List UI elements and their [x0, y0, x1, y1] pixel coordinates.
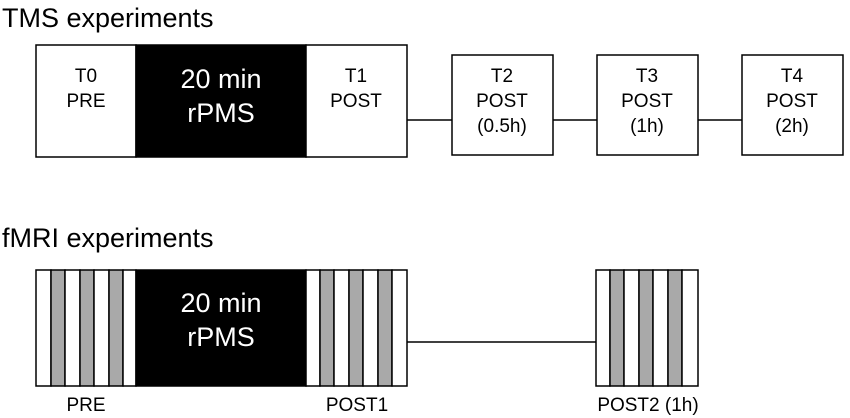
- tms-box-t0: [35, 44, 137, 158]
- task-block: [108, 269, 124, 387]
- rest-block: [652, 269, 669, 387]
- fmri-label-pre: PRE: [66, 395, 105, 416]
- tms-box-t1-line2: POST: [330, 91, 382, 112]
- tms-box-t2-line1: T2: [491, 66, 513, 87]
- tms-box-t2: [451, 54, 554, 156]
- rest-block: [333, 269, 350, 387]
- rest-block: [93, 269, 110, 387]
- fmri-stim-line2: rPMS: [187, 322, 255, 352]
- tms-stim-line1: 20 min: [180, 64, 261, 94]
- tms-box-t4-line3: (2h): [775, 116, 809, 137]
- fmri-post2-blocks: [595, 269, 699, 387]
- tms-box-t1-line1: T1: [345, 66, 367, 87]
- tms-box-t4: [741, 54, 844, 156]
- rest-block: [35, 269, 52, 387]
- rest-block: [681, 269, 699, 387]
- rest-block: [64, 269, 81, 387]
- tms-box-t3-line3: (1h): [630, 116, 664, 137]
- task-block: [79, 269, 95, 387]
- tms-stim-line2: rPMS: [187, 98, 255, 128]
- rest-block: [362, 269, 379, 387]
- fmri-post1-blocks: [305, 269, 408, 387]
- tms-box-t3-line1: T3: [636, 66, 658, 87]
- rest-block: [122, 269, 137, 387]
- task-block: [609, 269, 625, 387]
- task-block: [377, 269, 393, 387]
- task-block: [348, 269, 364, 387]
- tms-stimulation-block: [135, 44, 307, 158]
- fmri-stim-line1: 20 min: [180, 288, 261, 318]
- tms-box-t3-line2: POST: [621, 91, 673, 112]
- tms-box-t0-line1: T0: [75, 66, 97, 87]
- tms-box-t1: [305, 44, 408, 158]
- fmri-pre-blocks: [35, 269, 137, 387]
- tms-box-t0-line2: PRE: [66, 91, 105, 112]
- fmri-label-post1: POST1: [326, 395, 388, 416]
- task-block: [667, 269, 683, 387]
- rest-block: [623, 269, 640, 387]
- tms-box-t3: [596, 54, 699, 156]
- tms-box-t4-line1: T4: [781, 66, 804, 87]
- fmri-title: fMRI experiments: [2, 223, 214, 253]
- tms-box-t2-line2: POST: [476, 91, 528, 112]
- tms-box-t4-line2: POST: [766, 91, 818, 112]
- rest-block: [305, 269, 321, 387]
- task-block: [50, 269, 66, 387]
- tms-title: TMS experiments: [2, 3, 214, 33]
- fmri-label-post2: POST2 (1h): [597, 395, 698, 416]
- tms-box-t2-line3: (0.5h): [477, 116, 527, 137]
- rest-block: [391, 269, 408, 387]
- rest-block: [595, 269, 611, 387]
- task-block: [638, 269, 654, 387]
- task-block: [319, 269, 335, 387]
